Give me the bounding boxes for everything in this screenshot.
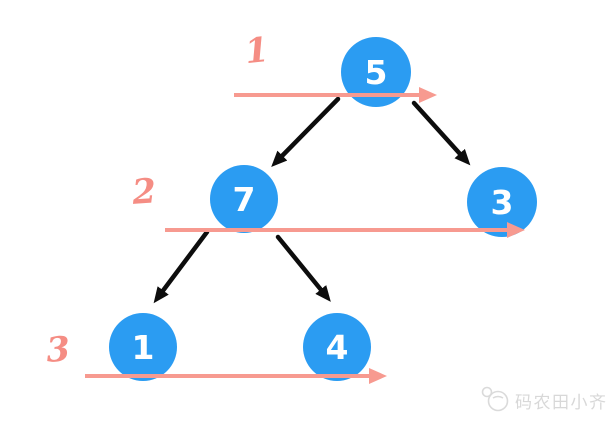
node-value-left: 7 [233, 180, 256, 219]
level-2-label: 2 [130, 171, 157, 213]
tree-node-left [210, 165, 278, 233]
tree-node-right [467, 167, 537, 237]
node-circle [467, 167, 537, 237]
edge-root-to-right-arrow [411, 100, 471, 166]
level-1-label: 1 [243, 30, 271, 72]
node-circle [109, 313, 177, 381]
node-value-root: 5 [365, 53, 388, 92]
watermark-label: 码农田小齐 [515, 393, 608, 413]
node-circle [341, 37, 411, 107]
node-value-left-left: 1 [132, 328, 155, 367]
node-circle [303, 313, 371, 381]
edge-left-to-leftright-arrow [275, 234, 331, 302]
node-value-right: 3 [491, 183, 514, 222]
tree-node-left-right [303, 313, 371, 381]
watermark: 码农田小齐 [481, 386, 608, 413]
node-circle [210, 165, 278, 233]
watermark-logo-icon [481, 386, 509, 412]
edge-root-to-left-arrow [271, 96, 341, 167]
level-3-label: 3 [45, 329, 71, 371]
tree-node-root [341, 37, 411, 107]
tree-node-left-left [109, 313, 177, 381]
node-value-left-right: 4 [326, 328, 349, 367]
edge-left-to-leftleft-arrow [153, 229, 210, 304]
